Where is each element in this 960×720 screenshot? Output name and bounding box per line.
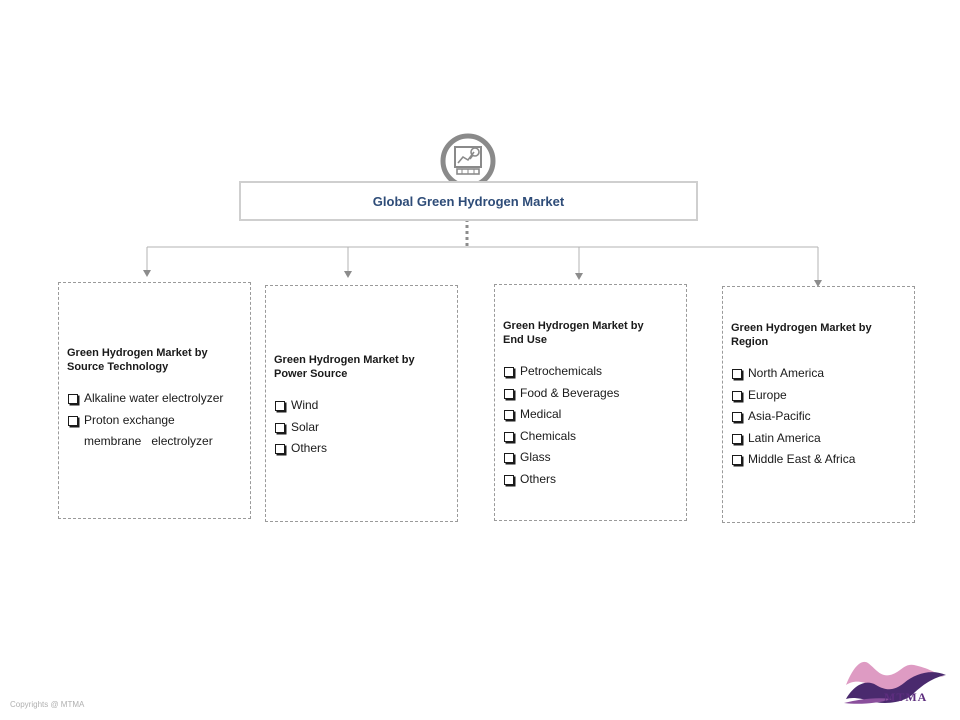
checkbox-icon: [732, 412, 742, 422]
checkbox-icon: [732, 433, 742, 444]
list-item: Alkaline water electrolyzer: [67, 388, 242, 410]
list-item: Asia-Pacific: [731, 406, 906, 428]
segment-title: Green Hydrogen Market by Power Source: [274, 354, 415, 380]
segment-item-list: North America Europe Asia-Pacific Latin …: [731, 363, 906, 471]
root-node: Global Green Hydrogen Market: [239, 181, 698, 221]
list-item: Europe: [731, 385, 906, 407]
market-analysis-icon: [440, 133, 496, 189]
checkbox-icon: [68, 394, 78, 404]
logo-text: MTMA: [884, 690, 928, 704]
checkbox-icon: [732, 369, 742, 379]
segment-title: Green Hydrogen Market by Region: [731, 322, 872, 348]
segment-region: Green Hydrogen Market by Region North Am…: [722, 286, 915, 523]
list-item: Others: [274, 438, 449, 460]
checkbox-icon: [504, 367, 514, 377]
list-item: Latin America: [731, 428, 906, 450]
checkbox-icon: [504, 410, 514, 420]
checkbox-icon: [275, 401, 285, 411]
list-item: Glass: [503, 447, 678, 469]
segment-source-technology: Green Hydrogen Market by Source Technolo…: [58, 282, 251, 519]
checkbox-icon: [504, 388, 514, 399]
list-item: Others: [503, 469, 678, 491]
segment-title: Green Hydrogen Market by End Use: [503, 320, 644, 346]
list-item: Proton exchange membrane electrolyzer: [67, 410, 242, 453]
list-item: North America: [731, 363, 906, 385]
checkbox-icon: [504, 431, 514, 442]
copyright-text: Copyrights @ MTMA: [10, 700, 85, 709]
segment-title: Green Hydrogen Market by Source Technolo…: [67, 347, 208, 373]
checkbox-icon: [504, 474, 514, 485]
checkbox-icon: [732, 455, 742, 465]
mtma-logo-icon: [844, 661, 946, 704]
list-item: Petrochemicals: [503, 361, 678, 383]
segment-power-source: Green Hydrogen Market by Power Source Wi…: [265, 285, 458, 522]
root-title: Global Green Hydrogen Market: [372, 193, 565, 209]
checkbox-icon: [275, 422, 285, 433]
checkbox-icon: [68, 415, 78, 426]
checkbox-icon: [275, 444, 285, 454]
list-item: Middle East & Africa: [731, 449, 906, 471]
list-item: Food & Beverages: [503, 383, 678, 405]
list-item: Medical: [503, 404, 678, 426]
segment-end-use: Green Hydrogen Market by End Use Petroch…: [494, 284, 687, 521]
checkbox-icon: [732, 390, 742, 401]
list-item: Solar: [274, 417, 449, 439]
segment-item-list: Wind Solar Others: [274, 395, 449, 460]
segment-item-list: Alkaline water electrolyzer Proton excha…: [67, 388, 242, 453]
checkbox-icon: [504, 453, 514, 463]
segment-item-list: Petrochemicals Food & Beverages Medical …: [503, 361, 678, 490]
list-item: Chemicals: [503, 426, 678, 448]
list-item: Wind: [274, 395, 449, 417]
